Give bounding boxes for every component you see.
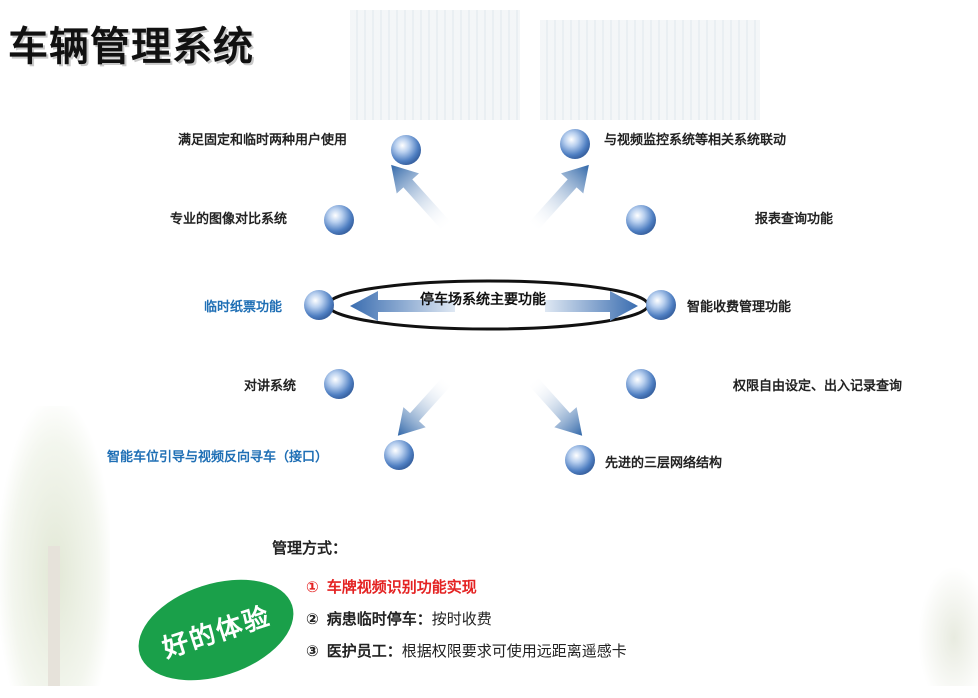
background-tree-trunk — [48, 546, 60, 686]
feature-label-smart-billing: 智能收费管理功能 — [687, 300, 792, 315]
feature-label-fixed-temp-users: 满足固定和临时两种用户使用 — [178, 133, 348, 148]
badge-text: 好的体验 — [158, 600, 275, 664]
item-number: ① — [306, 578, 319, 596]
item-number: ③ — [306, 642, 319, 660]
arrow-down-right-icon — [527, 375, 583, 436]
feature-label-parking-guidance: 智能车位引导与视频反向寻车（接口） — [107, 450, 329, 465]
arrow-up-left-icon — [391, 164, 453, 233]
management-item-1: ① 车牌视频识别功能实现 — [306, 576, 477, 597]
feature-label-image-compare: 专业的图像对比系统 — [170, 212, 288, 227]
background-building-left — [350, 10, 520, 120]
item-body: 根据权限要求可使用远距离遥感卡 — [401, 642, 627, 660]
node-circle — [646, 290, 676, 320]
arrow-down-left-icon — [397, 375, 453, 436]
arrow-right-icon — [545, 291, 638, 321]
feature-label-intercom: 对讲系统 — [244, 379, 297, 394]
item-head: 医护员工： — [326, 642, 402, 660]
management-item-2: ② 病患临时停车：按时收费 — [306, 608, 492, 629]
arrow-left-icon — [350, 291, 455, 321]
item-number: ② — [306, 610, 319, 628]
item-body: 按时收费 — [431, 610, 492, 628]
center-label: 停车场系统主要功能 — [420, 292, 546, 308]
item-head: 车牌视频识别功能实现 — [326, 578, 477, 596]
node-circle — [324, 205, 354, 235]
feature-label-paper-ticket: 临时纸票功能 — [204, 300, 283, 315]
feature-label-permission-records: 权限自由设定、出入记录查询 — [733, 379, 903, 394]
feature-label-network-structure: 先进的三层网络结构 — [605, 456, 723, 471]
feature-label-report-query: 报表查询功能 — [755, 212, 834, 227]
management-title: 管理方式： — [272, 539, 348, 557]
node-circle — [626, 369, 656, 399]
node-circle — [391, 135, 421, 165]
item-head: 病患临时停车： — [326, 610, 432, 628]
page-title: 车辆管理系统 — [8, 24, 254, 70]
management-item-3: ③ 医护员工：根据权限要求可使用远距离遥感卡 — [306, 640, 627, 661]
arrow-up-right-icon — [527, 164, 589, 233]
node-circle — [304, 290, 334, 320]
background-tree-right — [918, 566, 978, 686]
node-circle — [324, 369, 354, 399]
node-circle — [626, 205, 656, 235]
background-building-right — [540, 20, 760, 120]
node-circle — [384, 440, 414, 470]
node-circle — [565, 445, 595, 475]
node-circle — [560, 129, 590, 159]
feature-label-video-linkage: 与视频监控系统等相关系统联动 — [604, 133, 787, 148]
